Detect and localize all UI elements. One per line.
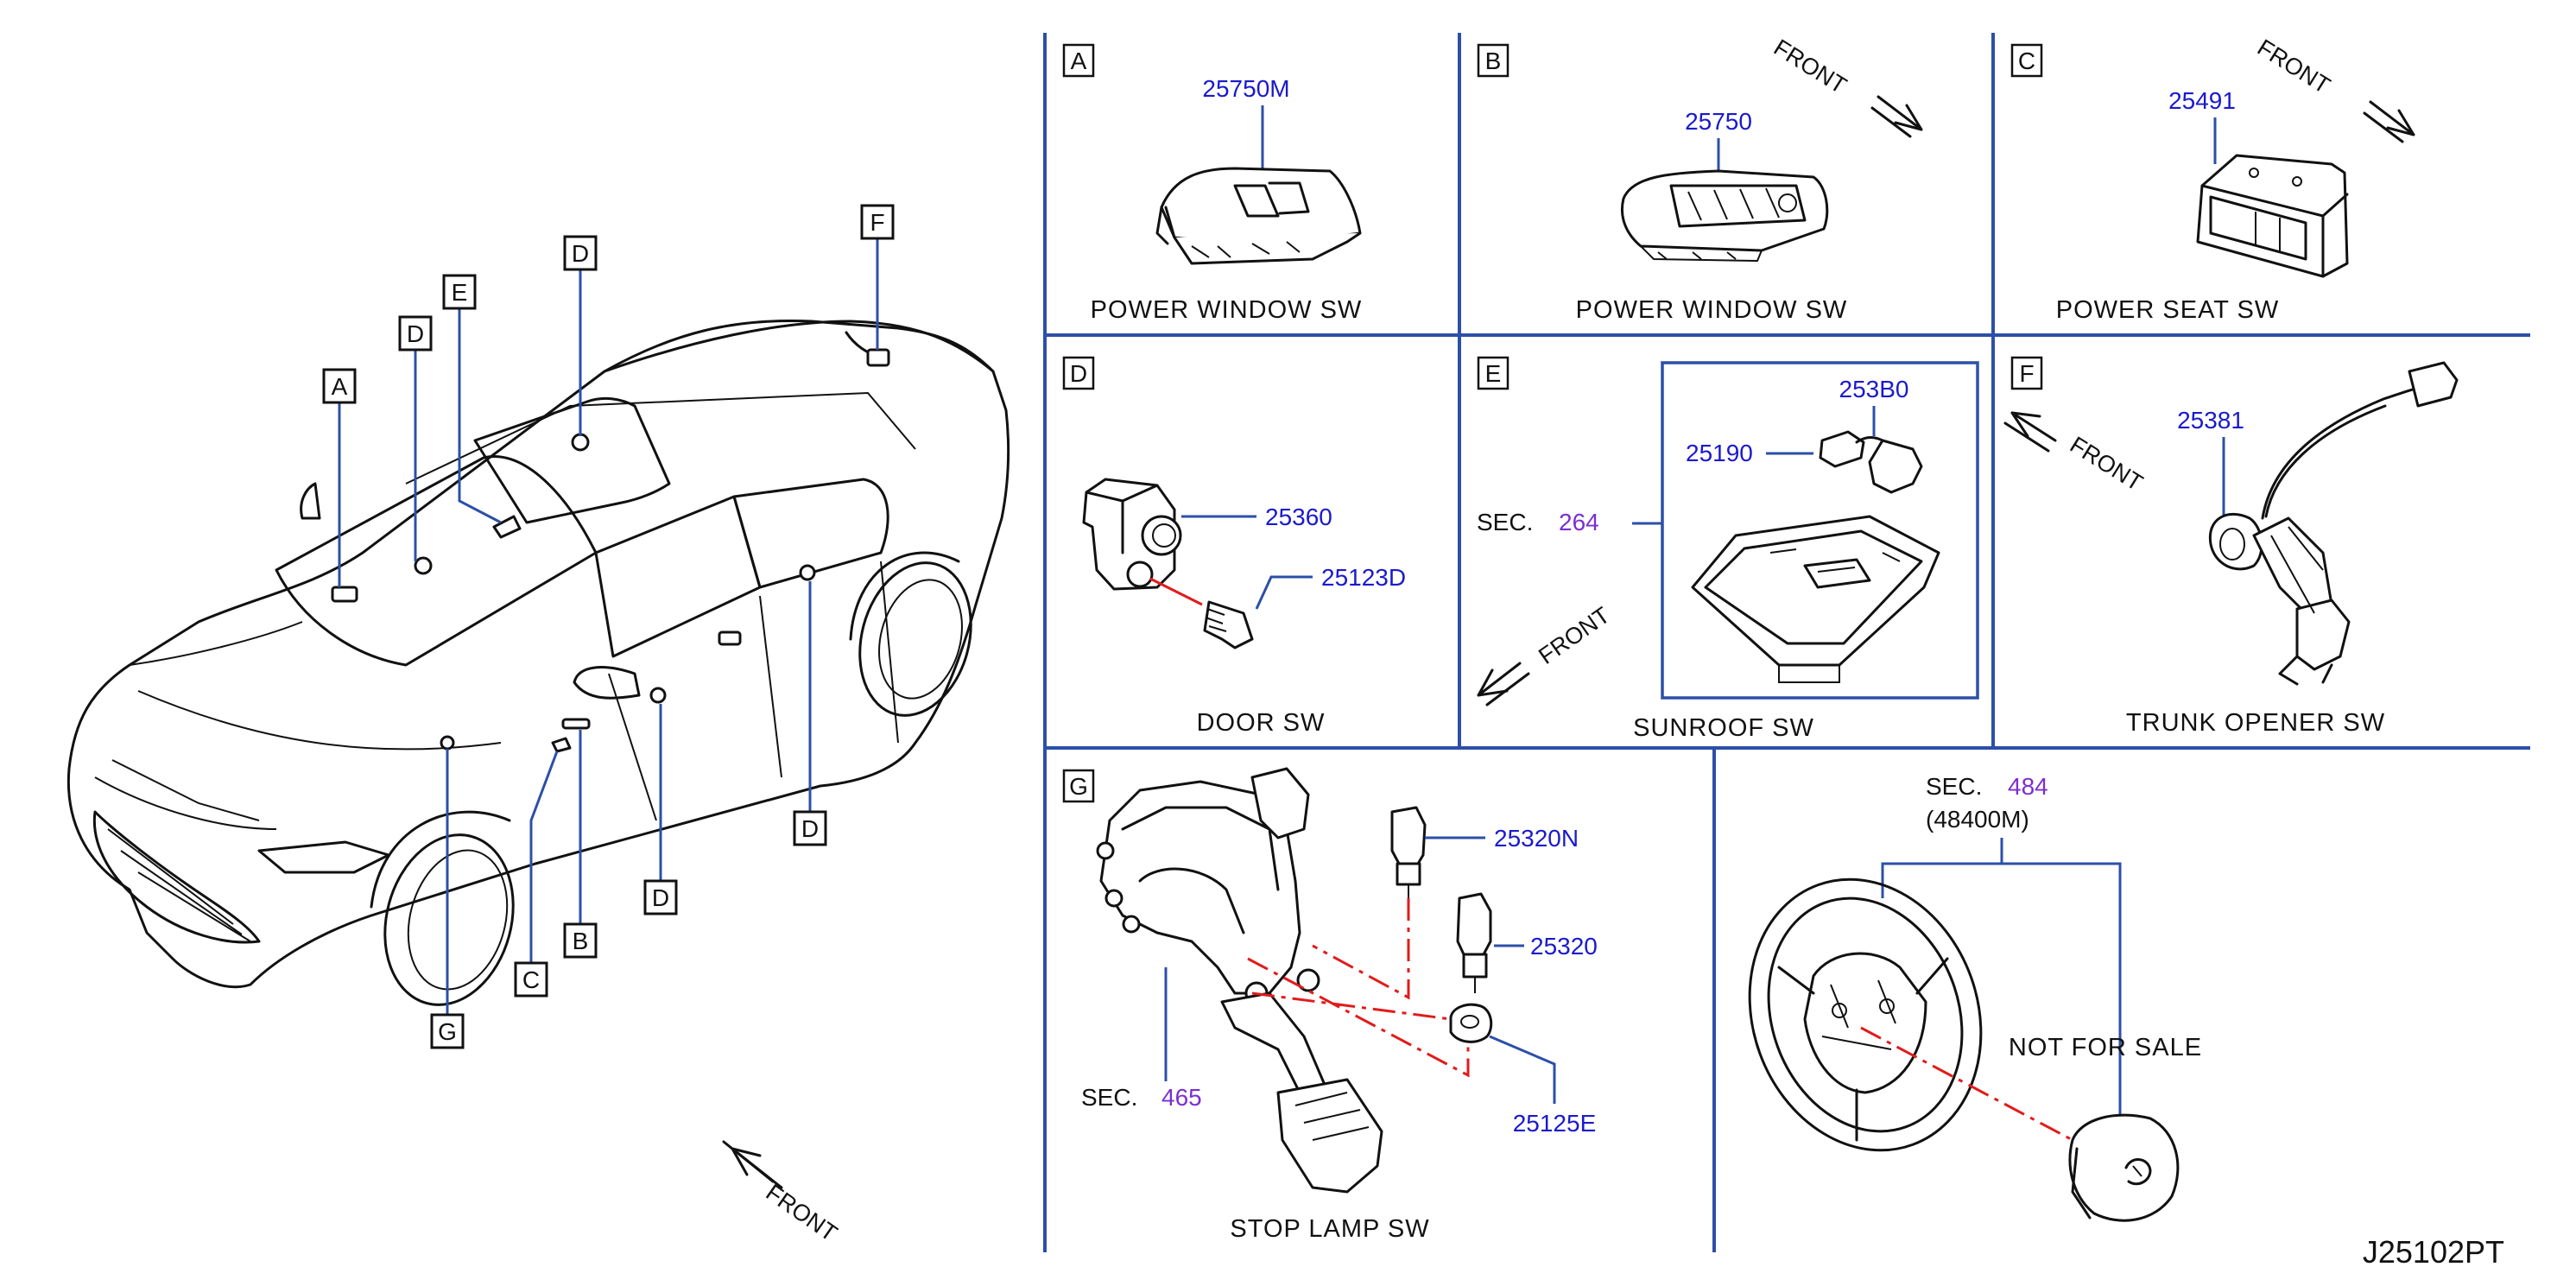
panel-b-letter: B: [1485, 48, 1502, 74]
panel-c-power-seat-sw: C FRONT 25491 POWER SEAT SW: [2010, 35, 2415, 324]
not-for-sale-note: NOT FOR SALE: [2009, 1034, 2202, 1061]
panel-c-letter: C: [2018, 48, 2035, 74]
svg-text:D: D: [572, 240, 589, 267]
panel-d-part-number-2: 25123D: [1321, 564, 1406, 591]
car-callout-d-4: D: [643, 879, 678, 915]
panel-e-part-number-2: 25190: [1686, 440, 1753, 466]
panel-b-part-number: 25750: [1685, 108, 1752, 135]
panel-b-power-window-sw: B FRONT 25750 POWER WINDOW SW: [1477, 35, 1923, 324]
svg-text:FRONT: FRONT: [762, 1179, 842, 1246]
car-front-arrow: FRONT: [722, 1140, 842, 1246]
panel-e-sec-number: 264: [1559, 509, 1599, 535]
panel-e-letter: E: [1485, 360, 1502, 387]
car-callout-e: E: [442, 274, 477, 310]
panel-c-front-arrow: [2363, 100, 2415, 143]
panel-e-part-number-1: 253B0: [1839, 376, 1909, 402]
panel-g-stop-lamp-sw: G SEC. 465 25320N 25320 25125E: [1062, 767, 1598, 1243]
panel-g-caption: STOP LAMP SW: [1230, 1215, 1429, 1243]
panel-e-front-label: FRONT: [1534, 602, 1614, 669]
panel-d-door-sw: D 25360 25123D DOOR SW: [1062, 356, 1406, 737]
panel-f-part-number: 25381: [2177, 407, 2244, 434]
panel-e-caption: SUNROOF SW: [1633, 714, 1814, 742]
panel-a-letter: A: [1071, 48, 1087, 74]
steering-sec-number: 484: [2008, 773, 2048, 800]
panel-steering-wheel: SEC. 484 (48400M) NOT FOR SALE: [1748, 773, 2202, 1222]
panel-f-caption: TRUNK OPENER SW: [2126, 709, 2385, 737]
panel-f-front-arrow: [2003, 411, 2057, 453]
panel-d-letter: D: [1070, 360, 1087, 387]
panel-b-front-label: FRONT: [1769, 35, 1851, 99]
panel-f-trunk-opener-sw: F FRONT 25381 TRUNK OPENER SW: [2003, 356, 2459, 737]
svg-text:F: F: [870, 209, 884, 236]
panel-a-part-number: 25750M: [1202, 75, 1289, 102]
svg-text:C: C: [522, 966, 540, 993]
panel-c-front-label: FRONT: [2253, 35, 2335, 99]
panel-a-caption: POWER WINDOW SW: [1091, 296, 1363, 324]
panel-e-front-arrow: [1477, 662, 1530, 706]
car-callout-a: A: [322, 368, 357, 404]
steering-sub-part: (48400M): [1926, 806, 2029, 833]
car-callout-b: B: [563, 922, 598, 959]
panel-d-part-number-1: 25360: [1265, 504, 1332, 530]
svg-text:E: E: [452, 279, 468, 306]
car-callout-c: C: [514, 961, 548, 998]
svg-text:D: D: [652, 884, 669, 911]
panel-g-part-number-1: 25320N: [1494, 825, 1579, 852]
svg-text:D: D: [407, 320, 424, 347]
panel-b-caption: POWER WINDOW SW: [1576, 296, 1848, 324]
panel-a-power-window-sw: A 25750M POWER WINDOW SW: [1062, 43, 1363, 324]
panel-grid: [1043, 33, 2530, 1252]
car-callout-d-3: D: [793, 810, 827, 846]
panel-b-front-arrow: [1870, 95, 1923, 138]
car-callout-d-1: D: [398, 315, 433, 352]
steering-sec-label: SEC.: [1926, 773, 1982, 800]
svg-text:A: A: [332, 373, 348, 400]
panel-e-sunroof-sw: E SEC. 264 253B0 25190 FRONT SUNROOF SW: [1477, 356, 1979, 742]
car-overview: A D E D F D D B: [66, 204, 1010, 1246]
svg-text:G: G: [438, 1018, 457, 1045]
panel-e-sec-label: SEC.: [1477, 509, 1533, 535]
car-callout-g: G: [430, 1013, 465, 1049]
car-callout-f: F: [860, 204, 895, 240]
panel-g-sec-label: SEC.: [1081, 1084, 1137, 1111]
diagram-id: J25102PT: [2363, 1234, 2504, 1270]
svg-text:D: D: [801, 815, 819, 842]
panel-d-caption: DOOR SW: [1197, 709, 1326, 737]
panel-g-part-number-3: 25125E: [1513, 1110, 1597, 1137]
panel-g-letter: G: [1069, 773, 1088, 800]
panel-g-part-number-2: 25320: [1530, 933, 1598, 960]
car-callout-d-2: D: [563, 235, 598, 271]
panel-f-front-label: FRONT: [2066, 432, 2148, 497]
svg-text:B: B: [573, 928, 589, 954]
panel-g-sec-number: 465: [1161, 1084, 1202, 1111]
panel-c-part-number: 25491: [2168, 87, 2236, 114]
panel-c-caption: POWER SEAT SW: [2056, 296, 2279, 324]
panel-f-letter: F: [2019, 360, 2034, 387]
